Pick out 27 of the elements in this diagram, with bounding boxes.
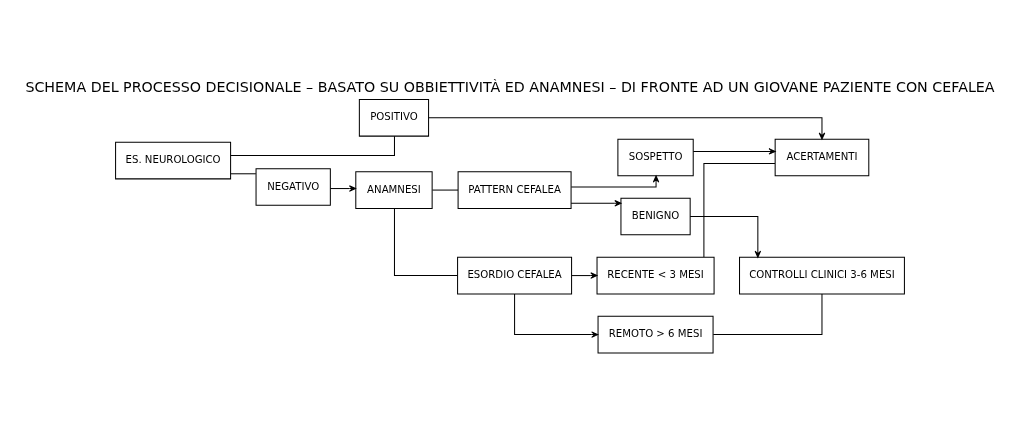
node-box: PATTERN CEFALEA <box>457 171 572 209</box>
connector <box>703 163 776 258</box>
arrow <box>689 216 762 258</box>
arrow <box>570 200 622 207</box>
diagram-title: SCHEMA DEL PROCESSO DECISIONALE – BASATO SU OBBIETTIVITÀ ED ANAMNESI – DI FRONTE AD UN GIOVANE PAZIENTE CON CEFALEA <box>25 78 995 95</box>
connector <box>431 189 459 191</box>
connector <box>230 173 257 175</box>
node-box: SOSPETTO <box>617 138 694 177</box>
node-box: ESORDIO CEFALEA <box>457 256 573 295</box>
arrow <box>570 175 660 188</box>
arrow <box>428 117 826 140</box>
arrow <box>329 185 357 192</box>
node-box: RECENTE < 3 MESI <box>596 256 715 295</box>
node-box: BENIGNO <box>620 197 691 236</box>
arrow <box>692 148 776 155</box>
arrow <box>514 293 599 338</box>
node-box: NEGATIVO <box>255 168 331 206</box>
node-box: REMOTO > 6 MESI <box>597 315 714 354</box>
connector <box>712 293 823 336</box>
arrow <box>571 272 598 279</box>
node-box: POSITIVO <box>358 98 430 137</box>
node-box: ACERTAMENTI <box>774 138 870 177</box>
connector <box>393 208 458 277</box>
node-box: ANAMNESI <box>355 171 433 209</box>
node-box: CONTROLLI CLINICI 3-6 MESI <box>739 256 905 295</box>
connector <box>230 135 395 156</box>
node-box: ES. NEUROLOGICO <box>115 141 232 180</box>
